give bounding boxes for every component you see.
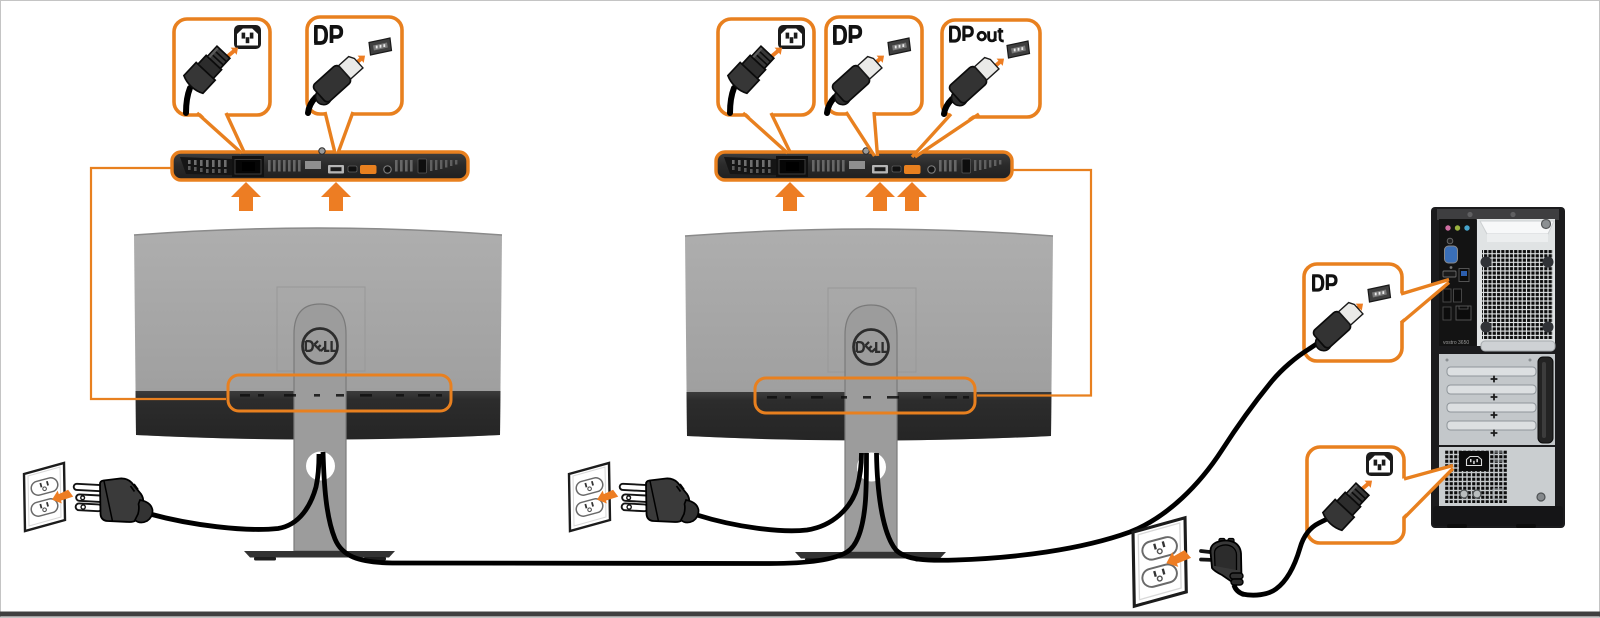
svg-text:vostro 3650: vostro 3650 (1443, 340, 1469, 346)
